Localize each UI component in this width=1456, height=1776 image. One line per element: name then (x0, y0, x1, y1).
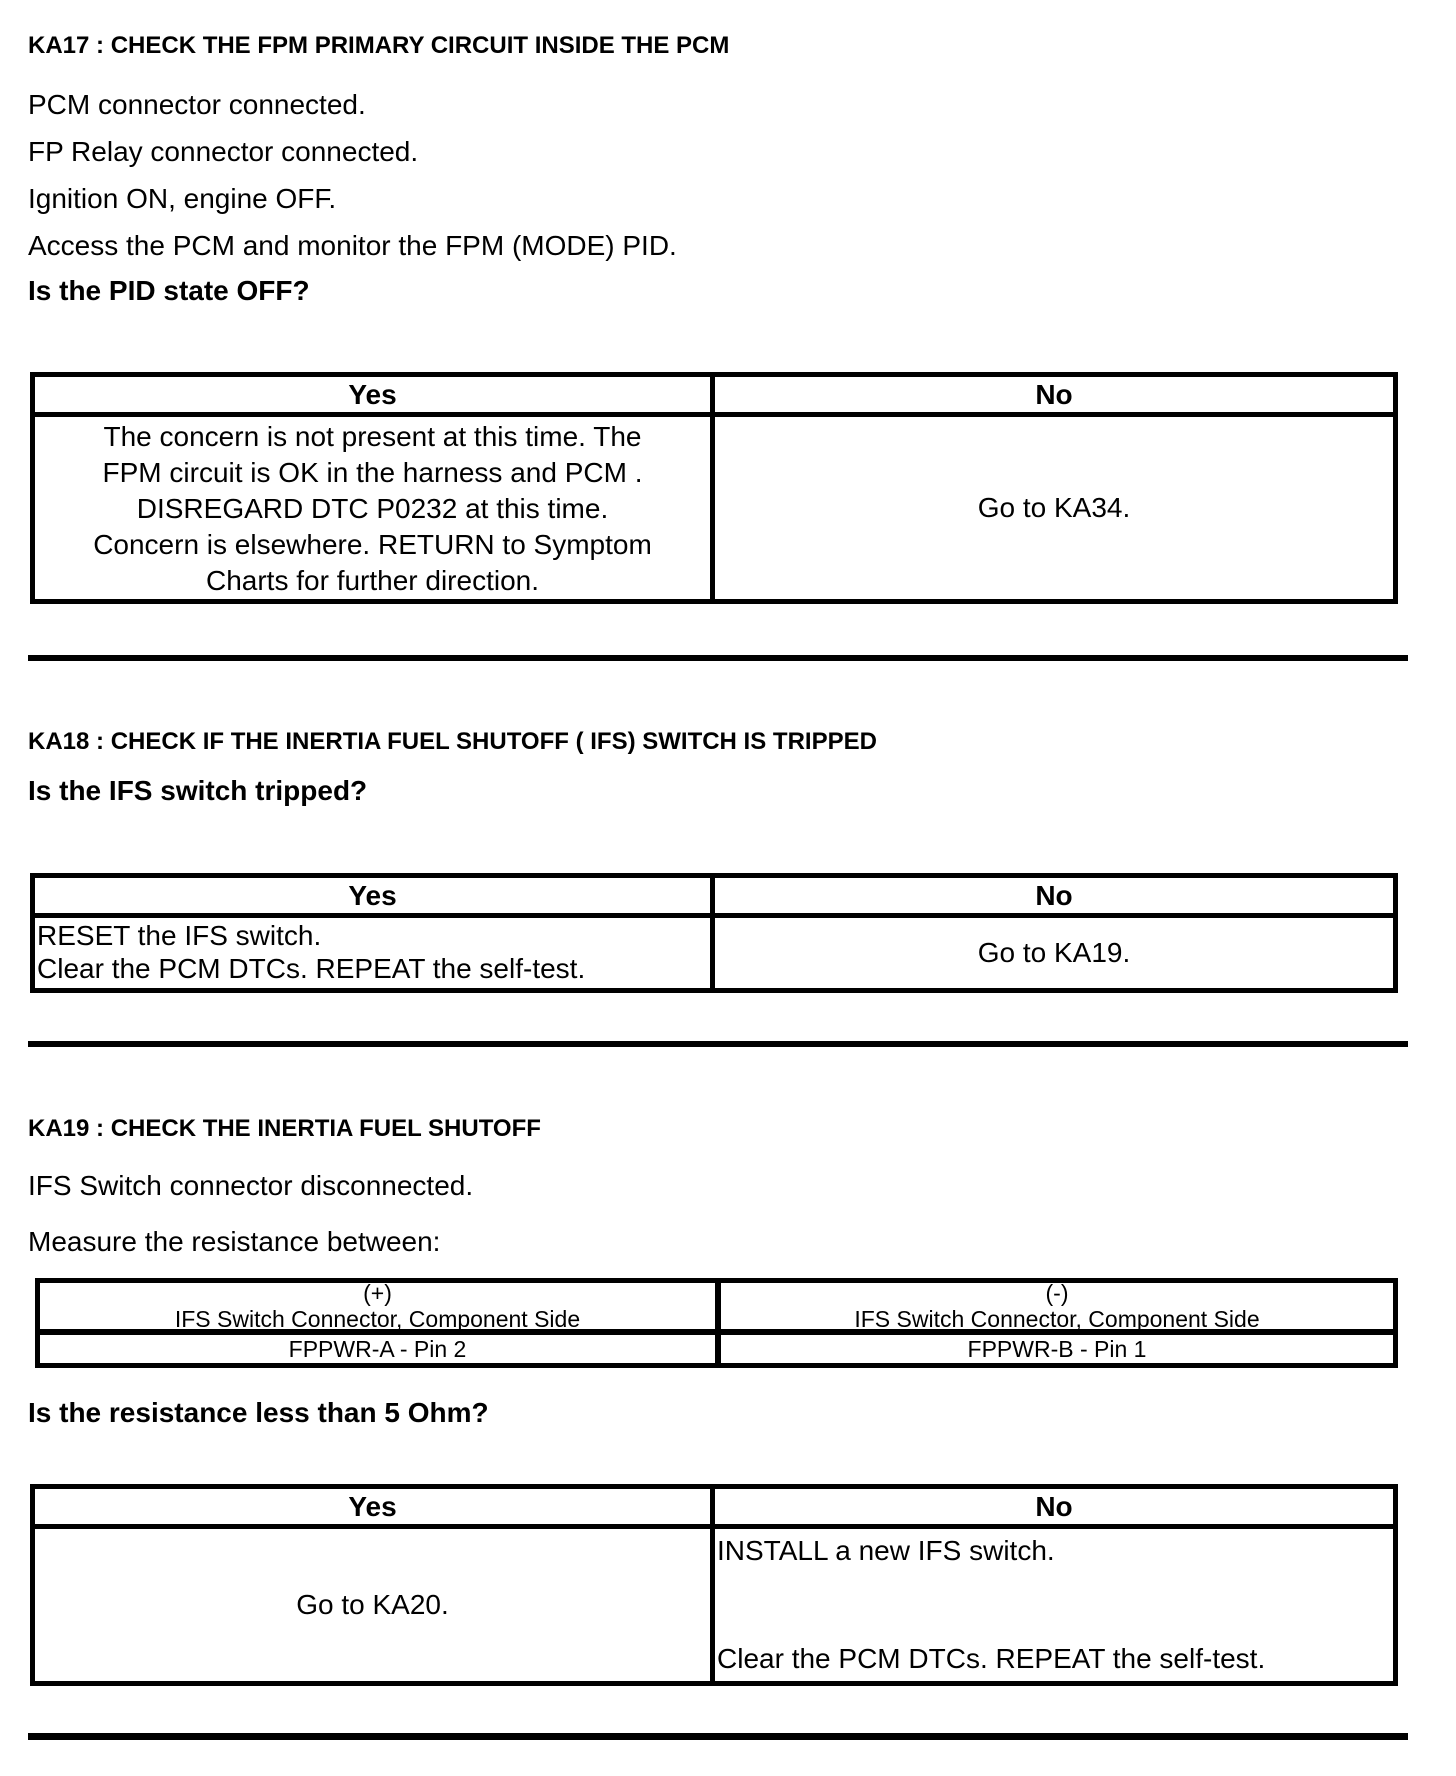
positive-connector-label: IFS Switch Connector, Component Side (174, 1306, 581, 1332)
ka19-step-2: Measure the resistance between: (28, 1226, 441, 1257)
ka17-yes-action: The concern is not present at this time.… (35, 417, 715, 599)
ka18-question: Is the IFS switch tripped? (28, 775, 368, 806)
ka17-no-action: Go to KA34. (977, 492, 1131, 523)
negative-polarity-label: (-) (1045, 1280, 1069, 1306)
positive-pin-value: FPPWR-A - Pin 2 (40, 1335, 721, 1363)
ka19-table-header-row: Yes No (35, 1489, 1393, 1529)
ka17-no-header: No (1035, 378, 1073, 410)
ka19-no-action: INSTALL a new IFS switch. Clear the PCM … (715, 1529, 1393, 1681)
section-divider-2 (28, 1041, 1408, 1047)
ka19-no-header: No (1035, 1490, 1073, 1522)
ka19-no-action-top: INSTALL a new IFS switch. (717, 1535, 1055, 1566)
section-divider-3 (28, 1733, 1408, 1740)
negative-connector-label: IFS Switch Connector, Component Side (854, 1306, 1260, 1332)
measurement-header-row: (+) IFS Switch Connector, Component Side… (40, 1280, 1393, 1335)
measurement-pin-row: FPPWR-A - Pin 2 FPPWR-B - Pin 1 (40, 1335, 1393, 1363)
ka19-question: Is the resistance less than 5 Ohm? (28, 1397, 489, 1428)
measurement-positive-header: (+) IFS Switch Connector, Component Side (40, 1280, 721, 1332)
ka18-table-body-row: RESET the IFS switch. Clear the PCM DTCs… (35, 918, 1393, 988)
ka17-step-4: Access the PCM and monitor the FPM (MODE… (28, 230, 677, 261)
ka17-decision-table: Yes No The concern is not present at thi… (30, 372, 1398, 604)
ka17-table-body-row: The concern is not present at this time.… (35, 417, 1393, 599)
ka18-table-header-row: Yes No (35, 878, 1393, 918)
ka19-yes-header: Yes (35, 1489, 715, 1524)
ka18-no-action: Go to KA19. (977, 937, 1131, 968)
ka19-table-body-row: Go to KA20. INSTALL a new IFS switch. Cl… (35, 1529, 1393, 1681)
measurement-negative-header: (-) IFS Switch Connector, Component Side (721, 1280, 1393, 1332)
section-ka17-heading: KA17 : CHECK THE FPM PRIMARY CIRCUIT INS… (28, 32, 730, 59)
section-divider-1 (28, 655, 1408, 661)
ka17-table-header-row: Yes No (35, 377, 1393, 417)
ka19-measurement-table: (+) IFS Switch Connector, Component Side… (35, 1278, 1398, 1368)
negative-pin-value: FPPWR-B - Pin 1 (967, 1336, 1147, 1362)
section-ka18-heading: KA18 : CHECK IF THE INERTIA FUEL SHUTOFF… (28, 728, 877, 755)
ka18-yes-header: Yes (35, 878, 715, 913)
ka19-yes-action: Go to KA20. (35, 1529, 715, 1681)
ka18-decision-table: Yes No RESET the IFS switch. Clear the P… (30, 873, 1398, 993)
ka17-yes-header: Yes (35, 377, 715, 412)
ka18-no-header: No (1035, 879, 1073, 911)
ka17-question: Is the PID state OFF? (28, 275, 310, 306)
positive-polarity-label: (+) (363, 1280, 392, 1306)
ka18-yes-action: RESET the IFS switch. Clear the PCM DTCs… (35, 918, 715, 988)
ka17-step-1: PCM connector connected. (28, 89, 366, 120)
ka19-decision-table: Yes No Go to KA20. INSTALL a new IFS swi… (30, 1484, 1398, 1686)
ka17-step-3: Ignition ON, engine OFF. (28, 183, 337, 214)
ka19-no-action-bottom: Clear the PCM DTCs. REPEAT the self-test… (717, 1643, 1266, 1674)
section-ka19-heading: KA19 : CHECK THE INERTIA FUEL SHUTOFF (28, 1115, 541, 1142)
ka19-step-1: IFS Switch connector disconnected. (28, 1170, 474, 1201)
ka17-step-2: FP Relay connector connected. (28, 136, 419, 167)
